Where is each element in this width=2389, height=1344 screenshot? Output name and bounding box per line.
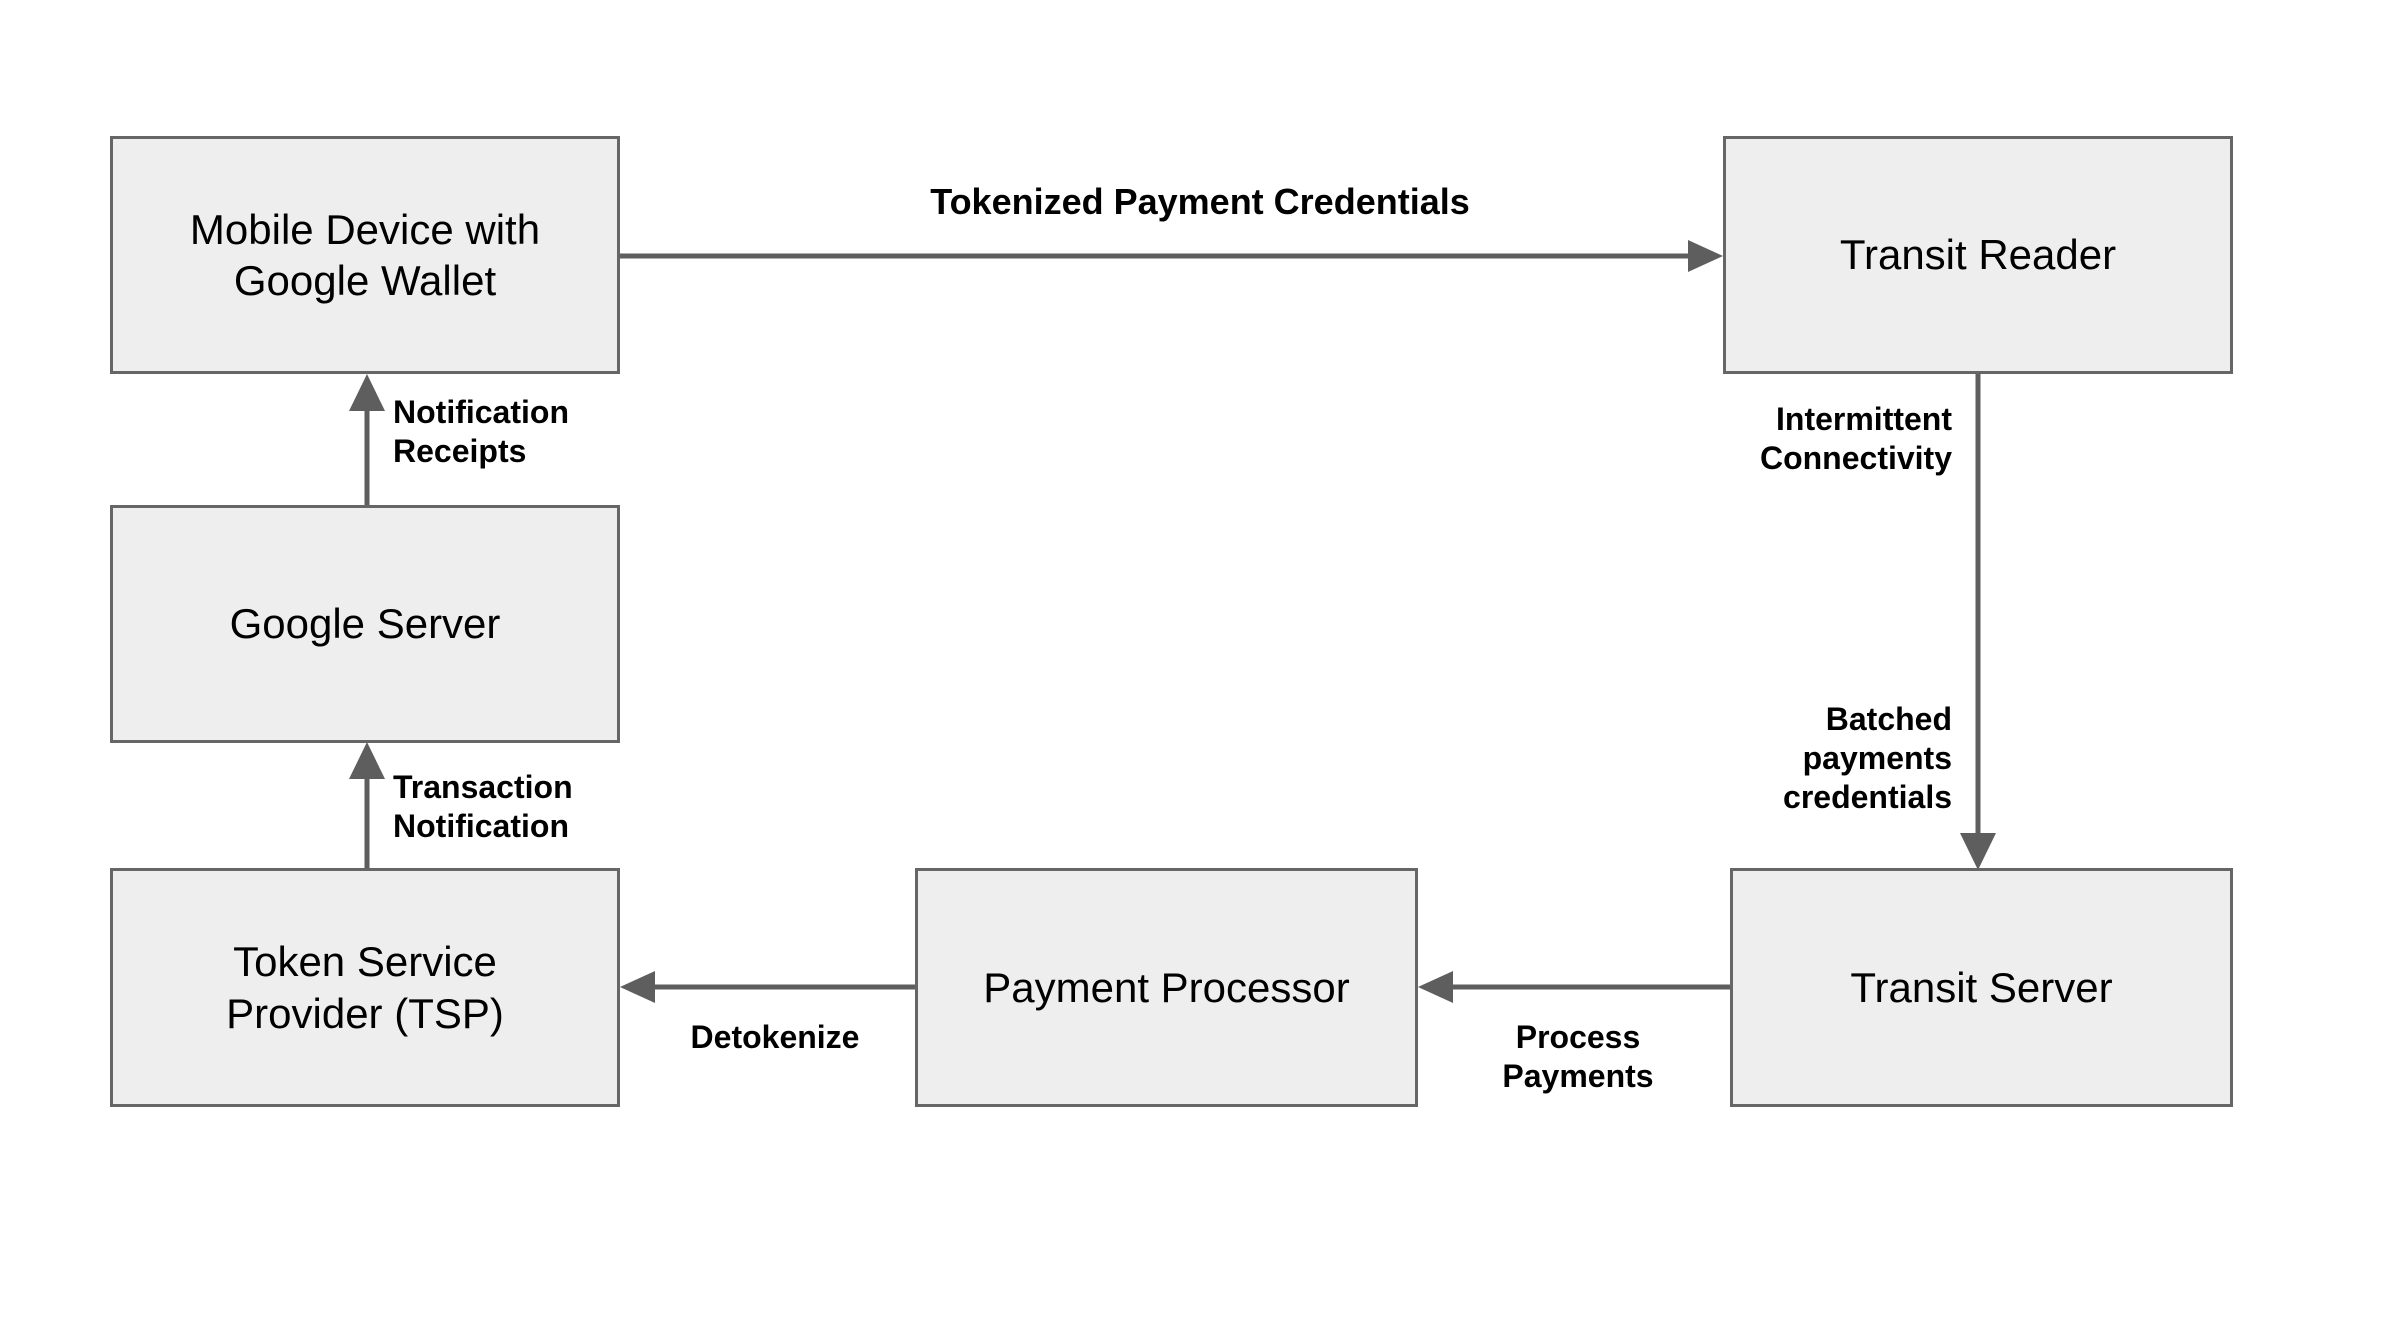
edge-reader-to-transit-server (1960, 374, 1996, 870)
edge-mobile-to-reader (620, 240, 1723, 272)
node-transit-server[interactable]: Transit Server (1730, 868, 2233, 1107)
edge-label-transaction-notification: Transaction Notification (393, 769, 573, 845)
node-mobile-device-label: Mobile Device with Google Wallet (189, 205, 541, 304)
node-google-server-label: Google Server (229, 600, 501, 648)
node-google-server[interactable]: Google Server (110, 505, 620, 743)
edge-transit-server-to-processor (1418, 971, 1730, 1003)
node-transit-reader-label: Transit Reader (1839, 231, 2117, 279)
edge-label-tokenized-payment-credentials: Tokenized Payment Credentials (930, 181, 1470, 222)
node-transit-reader[interactable]: Transit Reader (1723, 136, 2233, 374)
node-mobile-device[interactable]: Mobile Device with Google Wallet (110, 136, 620, 374)
edge-label-detokenize: Detokenize (690, 1019, 860, 1055)
edge-label-notification-receipts: Notification Receipts (393, 394, 569, 470)
edge-google-server-to-mobile (349, 374, 385, 505)
node-token-service-provider-label: Token Service Provider (TSP) (226, 938, 504, 1037)
edge-label-process-payments: Process Payments (1502, 1019, 1654, 1095)
edge-processor-to-tsp (620, 971, 915, 1003)
edge-label-intermittent-connectivity: Intermittent Connectivity (1759, 401, 1952, 477)
edge-label-batched-payments-credentials: Batched payments credentials (1783, 701, 1952, 816)
node-transit-server-label: Transit Server (1850, 963, 2113, 1011)
node-token-service-provider[interactable]: Token Service Provider (TSP) (110, 868, 620, 1107)
edge-tsp-to-google-server (349, 742, 385, 868)
node-payment-processor-label: Payment Processor (983, 963, 1350, 1011)
node-payment-processor[interactable]: Payment Processor (915, 868, 1418, 1107)
